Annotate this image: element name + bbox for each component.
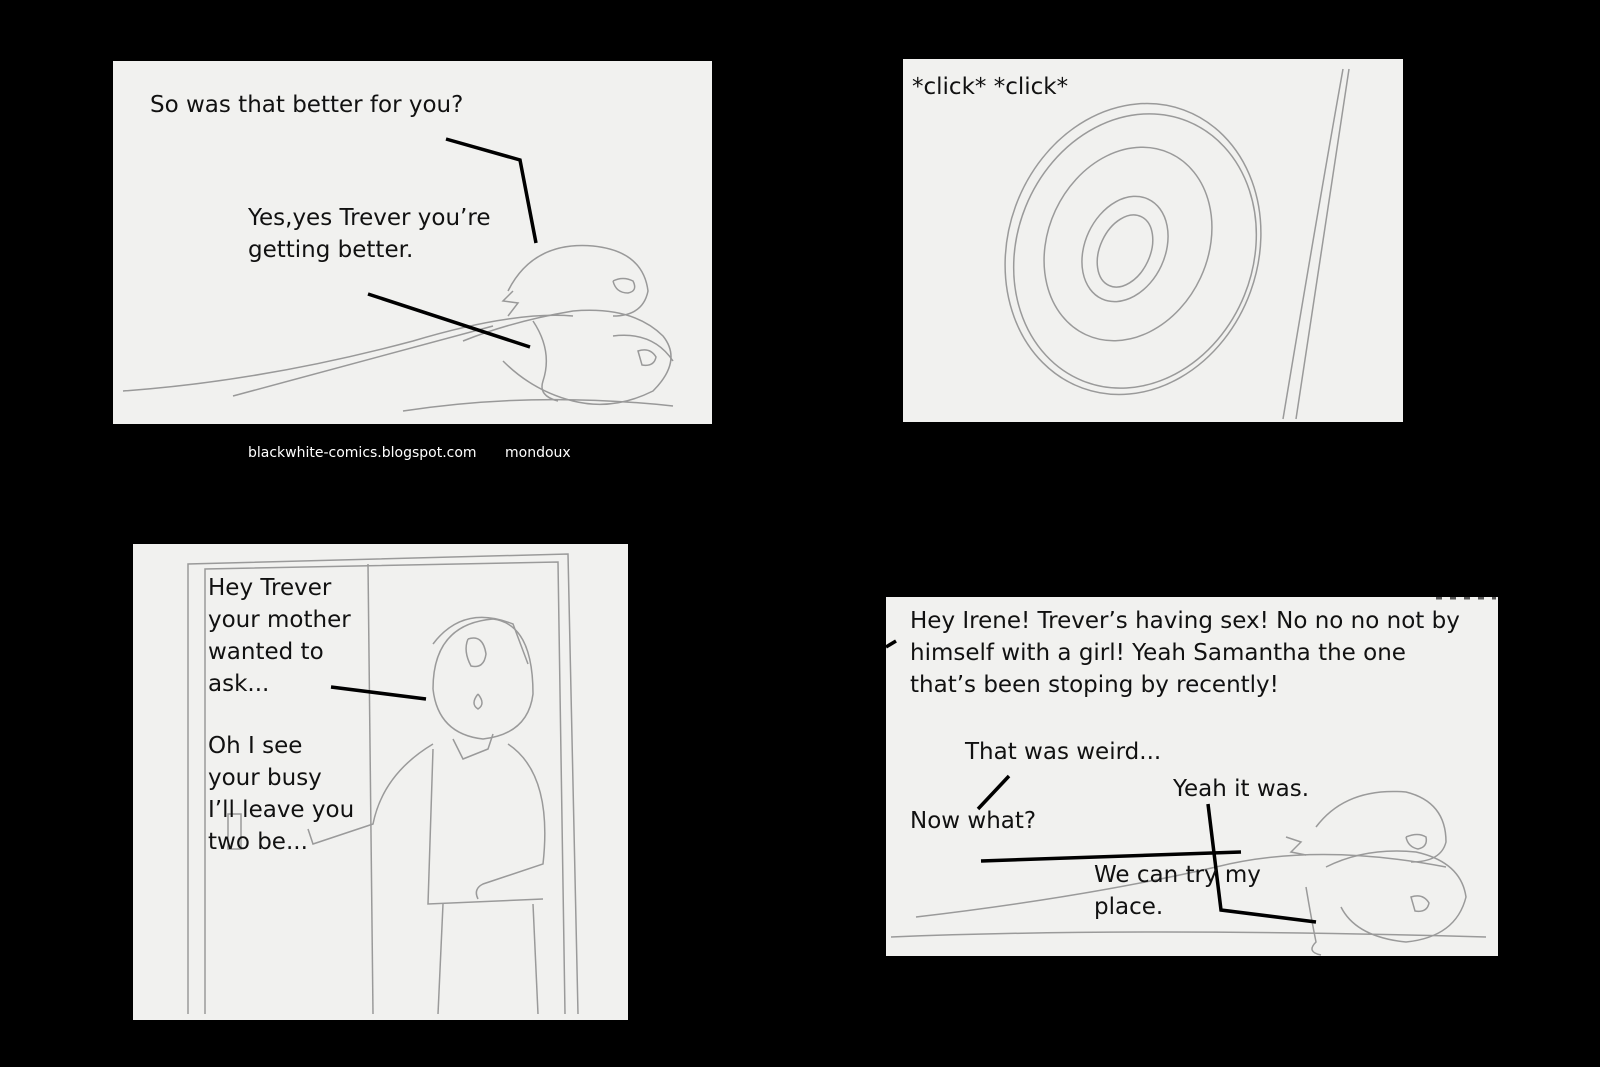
dialogue-hey-irene: Hey Irene! Trever’s having sex! No no no… xyxy=(910,608,1460,698)
dialogue-getting-better: Yes,yes Trever you’re getting better. xyxy=(248,205,491,263)
couple-in-bed-sketch xyxy=(886,597,1496,956)
dialogue-hey-trever: Hey Trever your mother wanted to ask... xyxy=(208,575,351,697)
panel-3: Hey Trever your mother wanted to ask... … xyxy=(133,544,628,1020)
panel-4: Hey Irene! Trever’s having sex! No no no… xyxy=(886,597,1498,956)
man-in-doorway-sketch xyxy=(187,553,579,1015)
bed-couple-sketch xyxy=(122,137,674,412)
dialogue-better-for-you: So was that better for you? xyxy=(150,92,464,118)
dialogue-oh-i-see: Oh I see your busy I’ll leave you two be… xyxy=(208,733,355,855)
dialogue-yeah-it-was: Yeah it was. xyxy=(1173,776,1310,802)
dialogue-now-what: Now what? xyxy=(910,808,1037,834)
dialogue-that-was-weird: That was weird... xyxy=(965,739,1162,765)
doorknob-sketch xyxy=(1004,68,1350,420)
panel-1: So was that better for you? Yes,yes Trev… xyxy=(113,61,712,424)
author-credit: mondoux xyxy=(505,445,571,461)
panel-2: *click* *click* xyxy=(903,59,1403,422)
site-credit: blackwhite-comics.blogspot.com xyxy=(248,445,477,461)
dialogue-try-my-place: We can try my place. xyxy=(1094,862,1261,920)
click-sound-effect: *click* *click* xyxy=(912,74,1069,100)
